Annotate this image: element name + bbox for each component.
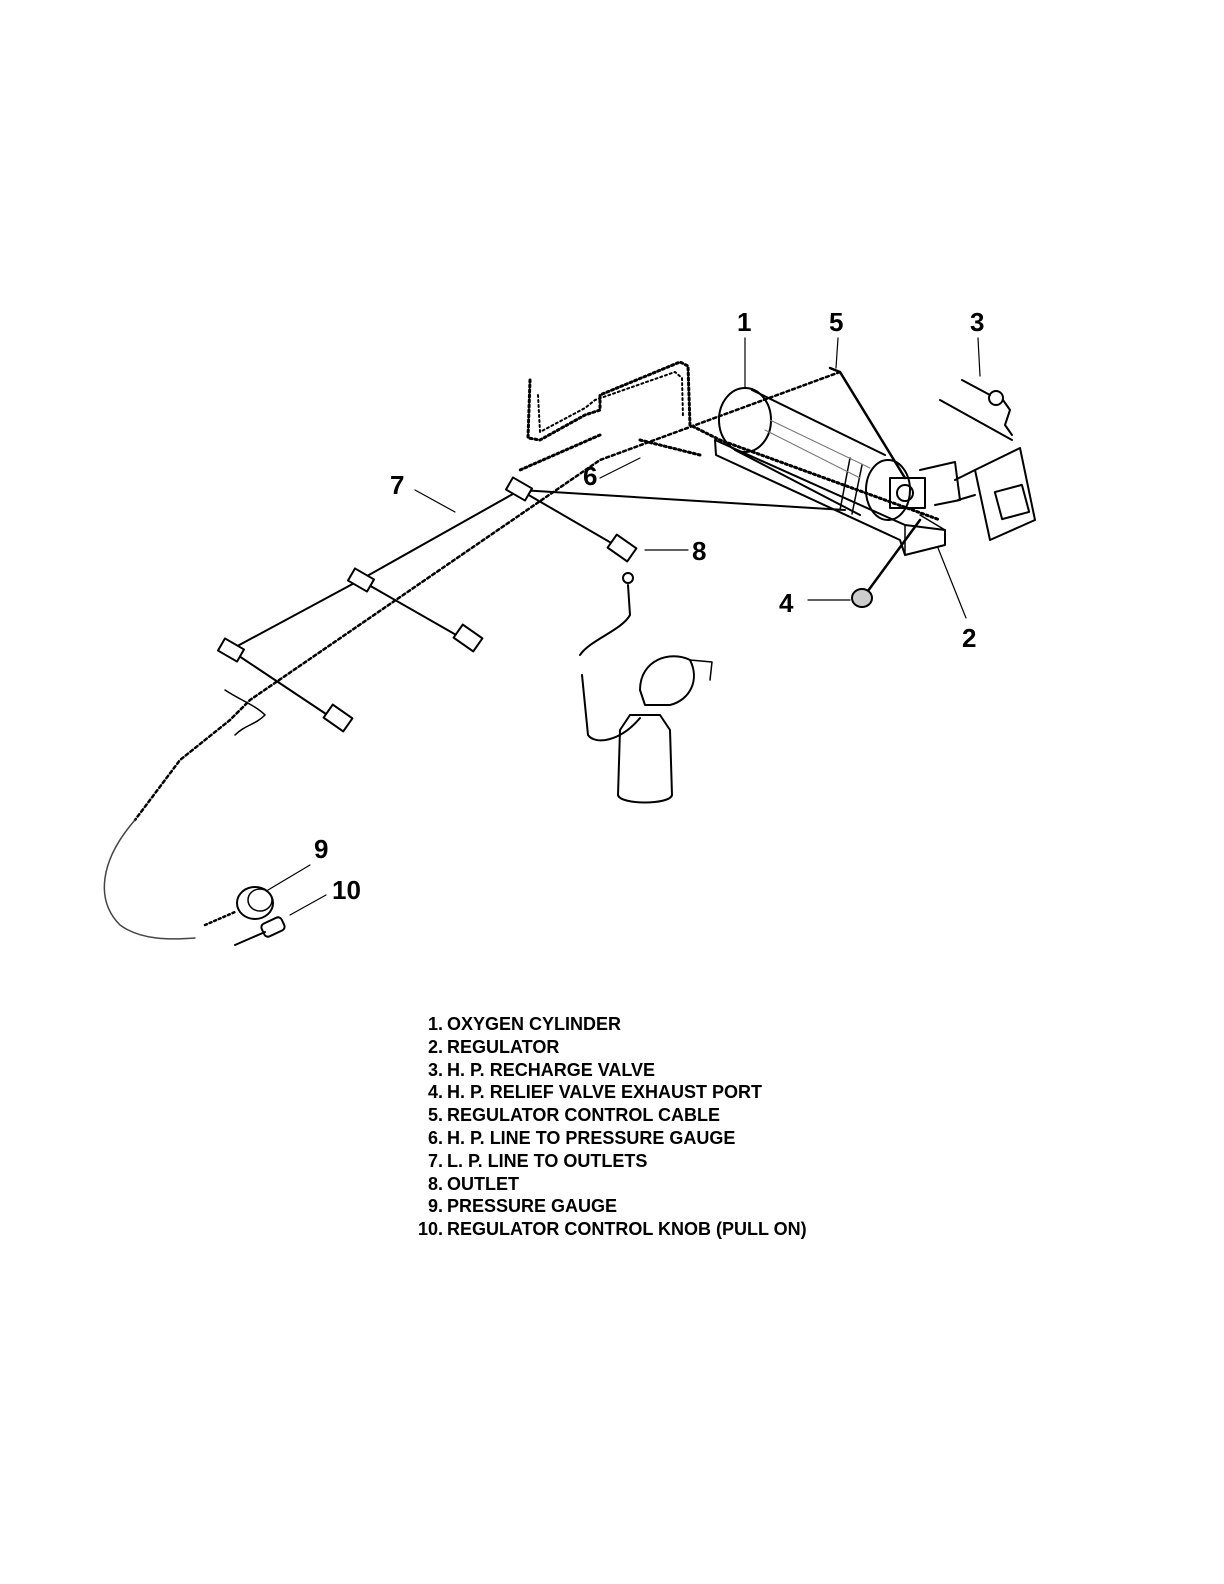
pressure-gauge — [205, 887, 273, 925]
support-frame-inner — [538, 372, 683, 432]
legend-item: 9.PRESSURE GAUGE — [395, 1195, 955, 1218]
lp-line-branch-2 — [230, 650, 335, 720]
callout-2: 2 — [962, 625, 976, 651]
lp-line-to-outlets — [230, 490, 845, 650]
control-cable-run — [135, 372, 840, 820]
recharge-panel — [955, 448, 1035, 540]
legend-item: 10.REGULATOR CONTROL KNOB (PULL ON) — [395, 1218, 955, 1241]
legend-item: 6.H. P. LINE TO PRESSURE GAUGE — [395, 1127, 955, 1150]
callout-5: 5 — [829, 309, 843, 335]
gauge-line-loop — [104, 820, 195, 939]
callout-8: 8 — [692, 538, 706, 564]
legend-item: 8.OUTLET — [395, 1173, 955, 1196]
legend-item: 1.OXYGEN CYLINDER — [395, 1013, 955, 1036]
callout-3: 3 — [970, 309, 984, 335]
lp-line-to-outlets-2 — [520, 490, 620, 548]
callout-4: 4 — [779, 590, 793, 616]
callout-9: 9 — [314, 836, 328, 862]
legend-item: 3.H. P. RECHARGE VALVE — [395, 1059, 955, 1082]
callout-6: 6 — [583, 463, 597, 489]
callout-1: 1 — [737, 309, 751, 335]
callout-7: 7 — [390, 472, 404, 498]
hp-line-to-gauge — [520, 435, 700, 470]
oxygen-system-diagram — [0, 0, 1224, 1000]
relief-valve-line — [865, 520, 920, 595]
legend-item: 4.H. P. RELIEF VALVE EXHAUST PORT — [395, 1081, 955, 1104]
relief-valve-exhaust-port — [852, 589, 872, 607]
legend-item: 2.REGULATOR — [395, 1036, 955, 1059]
callout-10: 10 — [332, 877, 361, 903]
legend-item: 7.L. P. LINE TO OUTLETS — [395, 1150, 955, 1173]
fittings — [218, 477, 636, 731]
regulator-control-knob — [235, 916, 286, 945]
break-line — [225, 690, 265, 735]
parts-legend: 1.OXYGEN CYLINDER 2.REGULATOR 3.H. P. RE… — [395, 1013, 955, 1241]
legend-item: 5.REGULATOR CONTROL CABLE — [395, 1104, 955, 1127]
regulator-control-cable — [830, 368, 905, 478]
recharge-valve — [940, 380, 1012, 440]
mask-hose-assembly — [580, 573, 712, 803]
